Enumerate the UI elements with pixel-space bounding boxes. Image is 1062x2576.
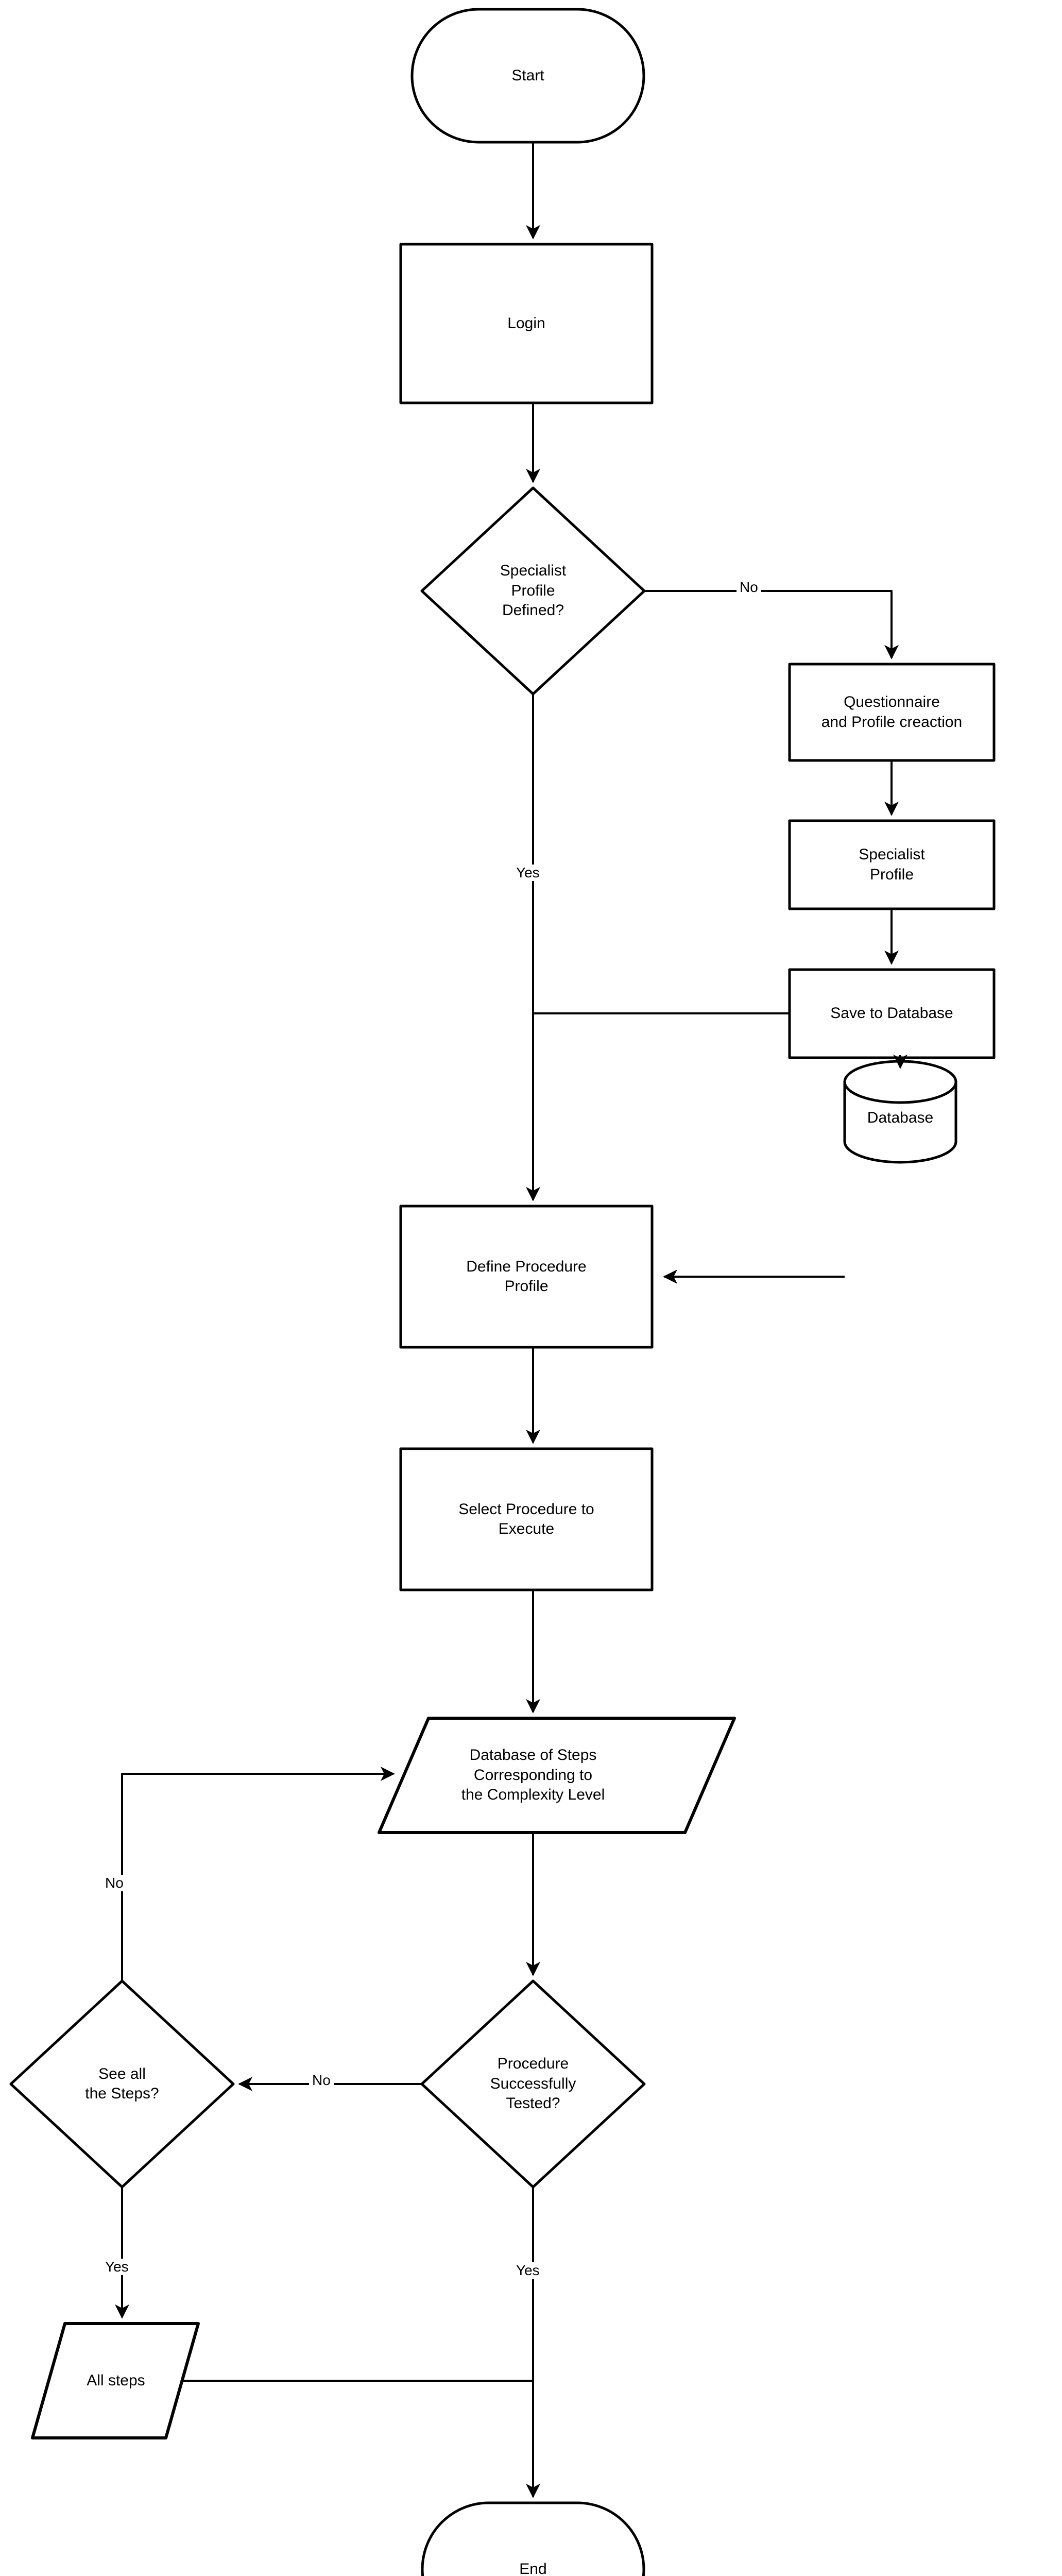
edge-label-profile-defined-no: No <box>736 579 761 596</box>
node-see-all-steps-shape[interactable] <box>9 1979 235 2189</box>
node-select-procedure-shape[interactable] <box>399 1447 654 1591</box>
node-login-shape[interactable] <box>399 243 654 404</box>
node-questionnaire-shape[interactable] <box>788 663 996 762</box>
node-save-to-database-shape[interactable] <box>788 968 996 1059</box>
edge-label-tested-yes: Yes <box>513 2262 543 2279</box>
node-start-shape[interactable] <box>410 8 645 144</box>
node-all-steps-shape[interactable] <box>31 2322 200 2439</box>
node-specialist-profile-defined-shape[interactable] <box>420 486 646 696</box>
edge-label-see-all-steps-no: No <box>102 1875 127 1891</box>
edge-see-all-steps-no-to-database-of-steps <box>121 1767 395 1981</box>
edge-label-profile-defined-yes: Yes <box>513 865 543 881</box>
node-database-of-steps-shape[interactable] <box>378 1717 736 1834</box>
node-procedure-tested-shape[interactable] <box>420 1979 646 2189</box>
edge-label-tested-no: No <box>309 2072 334 2089</box>
node-end-shape[interactable] <box>421 2501 645 2576</box>
node-define-procedure-profile-shape[interactable] <box>399 1205 654 1349</box>
edge-profile-defined-no-to-questionnaire <box>644 590 899 659</box>
node-specialist-profile-shape[interactable] <box>788 819 996 910</box>
edge-label-see-all-steps-yes: Yes <box>102 2259 132 2275</box>
node-database-shape[interactable] <box>843 1060 957 1164</box>
